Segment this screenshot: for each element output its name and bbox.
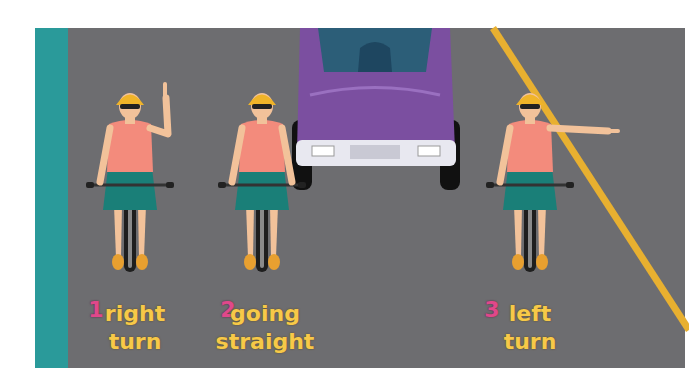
road (35, 28, 685, 368)
cyclist-left-turn (486, 93, 618, 272)
signal-label: right turn (90, 300, 180, 355)
curb (35, 28, 68, 368)
signal-label: left turn (490, 300, 570, 355)
cyclist-straight (218, 93, 306, 272)
callout-number: 3 (482, 296, 502, 324)
callout-number: 1 (86, 296, 106, 324)
car (292, 28, 460, 190)
cyclist-right-turn (86, 84, 174, 272)
signal-label: going straight (205, 300, 325, 355)
